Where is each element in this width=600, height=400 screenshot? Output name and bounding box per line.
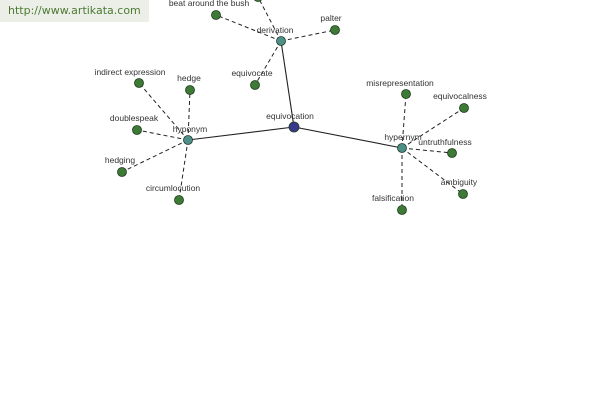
leaf-node-circumlocution[interactable]	[174, 195, 184, 205]
root-node-equivocation[interactable]	[288, 121, 300, 133]
leaf-node-hedging[interactable]	[117, 167, 127, 177]
leaf-node-indirect-expression[interactable]	[134, 78, 144, 88]
root-label-equivocation[interactable]: equivocation	[266, 111, 314, 121]
relation-label-hyponym[interactable]: hyponym	[173, 124, 208, 134]
graph-labels: beat around the bush palter equivocate deri…	[95, 0, 487, 203]
leaf-node-offscreen-leaf[interactable]	[254, 0, 263, 2]
leaf-node-misrepresentation[interactable]	[401, 89, 411, 99]
edge-hyponym-hedging	[121, 139, 189, 173]
leaf-label-untruthfulness[interactable]: untruthfulness	[418, 137, 471, 147]
leaf-label-equivocalness[interactable]: equivocalness	[433, 91, 487, 101]
edge-hypernym-ambiguity	[401, 147, 464, 195]
leaf-node-untruthfulness[interactable]	[447, 148, 457, 158]
leaf-label-palter[interactable]: palter	[320, 13, 341, 23]
edge-root-hypernym	[293, 126, 403, 149]
leaf-label-hedging[interactable]: hedging	[105, 155, 136, 165]
edge-derivation-palter	[280, 29, 336, 42]
leaf-node-beat-around-the-bush[interactable]	[211, 10, 221, 20]
leaf-node-doublespeak[interactable]	[132, 125, 142, 135]
leaf-label-misrepresentation[interactable]: misrepresentation	[366, 78, 434, 88]
edge-hypernym-misrepresentation	[401, 93, 407, 149]
graph-edges	[121, 0, 465, 210]
edge-hyponym-doublespeak	[136, 129, 189, 141]
edge-derivation-equivocate	[254, 40, 282, 86]
relation-label-hypernym[interactable]: hypernym	[384, 132, 421, 142]
leaf-node-ambiguity[interactable]	[458, 189, 468, 199]
leaf-label-equivocate[interactable]: equivocate	[231, 68, 272, 78]
leaf-label-indirect-expression[interactable]: indirect expression	[95, 67, 166, 77]
leaf-label-falsification[interactable]: falsification	[372, 193, 414, 203]
leaf-node-falsification[interactable]	[397, 205, 407, 215]
leaf-node-hedge[interactable]	[185, 85, 195, 95]
leaf-label-hedge[interactable]: hedge	[177, 73, 201, 83]
edge-hyponym-hedge	[187, 89, 191, 141]
leaf-label-beat-around-the-bush[interactable]: beat around the bush	[169, 0, 250, 8]
edge-root-derivation	[280, 40, 295, 128]
leaf-node-palter[interactable]	[330, 25, 340, 35]
watermark-url: http://www.artikata.com	[0, 0, 149, 22]
relation-node-hypernym[interactable]	[397, 143, 407, 153]
edge-derivation-beat-around-the-bush	[215, 14, 282, 42]
leaf-node-equivocate[interactable]	[250, 80, 260, 90]
leaf-label-ambiguity[interactable]: ambiguity	[441, 177, 478, 187]
relation-node-hyponym[interactable]	[183, 135, 193, 145]
edge-hypernym-equivocalness	[401, 107, 465, 149]
edge-derivation-offscreen-leaf	[259, 0, 282, 42]
leaf-label-circumlocution[interactable]: circumlocution	[146, 183, 201, 193]
relation-label-derivation[interactable]: derivation	[257, 25, 294, 35]
relation-node-derivation[interactable]	[276, 36, 286, 46]
edge-hyponym-circumlocution	[178, 139, 189, 201]
edge-hypernym-untruthfulness	[401, 147, 453, 154]
edge-hyponym-indirect-expression	[138, 82, 189, 141]
graph-nodes	[117, 0, 469, 215]
edge-root-hyponym	[187, 126, 295, 141]
leaf-label-doublespeak[interactable]: doublespeak	[110, 113, 159, 123]
leaf-node-equivocalness[interactable]	[459, 103, 469, 113]
